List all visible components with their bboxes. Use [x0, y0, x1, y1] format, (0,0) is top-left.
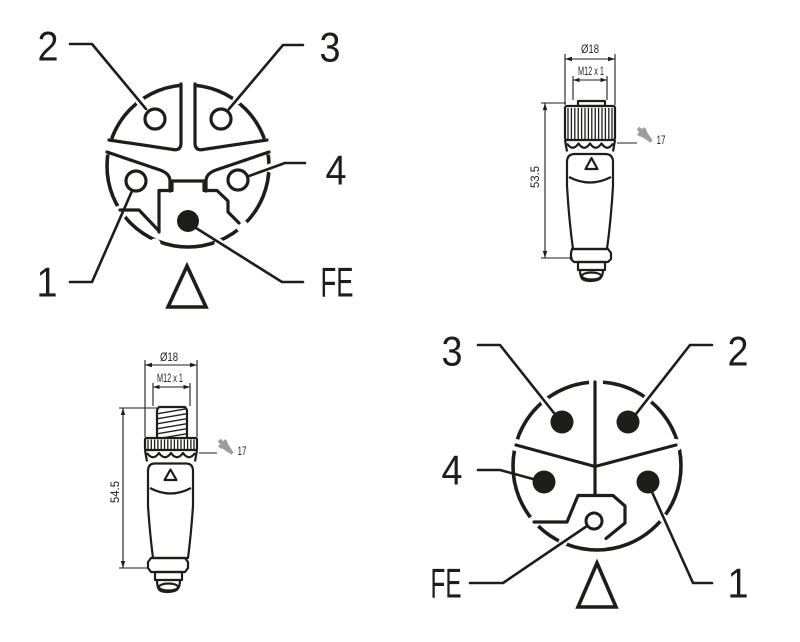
socket-2: [143, 107, 167, 131]
pin-2: [616, 410, 640, 434]
insert-keying-lines: [514, 380, 678, 541]
pin-4: [532, 470, 556, 494]
length-dimension: 53.5: [530, 102, 573, 259]
thread-dimension: M12 x 1: [152, 373, 191, 406]
pin-label-3: 3: [320, 24, 341, 71]
strain-relief-flange: [569, 247, 613, 264]
wrench-size-label: 17: [657, 135, 666, 147]
pin-label-4: 4: [326, 147, 347, 194]
connector-body: [143, 405, 199, 594]
nut-crown: [143, 449, 199, 462]
socket-3: [209, 107, 233, 131]
length-value: 54.5: [110, 481, 122, 503]
cable-end: [578, 269, 605, 283]
pin-1: [636, 470, 660, 494]
housing-seam: [568, 176, 612, 184]
socket-1: [124, 169, 148, 193]
knurl-ribs: [147, 439, 195, 449]
orientation-triangle-icon: [584, 156, 599, 171]
cable-boot: [153, 570, 184, 582]
leader-lines: [468, 343, 714, 585]
pin-label-fe: FE: [431, 560, 462, 607]
wrench-size-label: 17: [238, 446, 247, 458]
housing: [565, 152, 615, 251]
housing-seam: [149, 487, 192, 495]
threaded-stud: [155, 405, 189, 437]
female-face-diagram: 2 3 4 1 FE: [37, 23, 354, 309]
socket-4: [226, 168, 250, 192]
fe-contact: [584, 511, 604, 531]
female-side-view: Ø18 M12 x 1 53.5: [530, 44, 666, 283]
pin-label-2: 2: [38, 23, 59, 70]
pin-label-4: 4: [442, 447, 463, 494]
knurl-ribs: [567, 108, 613, 139]
fe-contact: [177, 210, 199, 232]
diameter-value: Ø18: [581, 44, 599, 56]
thread-hatch: [157, 408, 187, 437]
cable-cross-section: [157, 582, 180, 592]
orientation-triangle-icon: [163, 468, 178, 482]
wrench-size-callout: 17: [617, 126, 666, 147]
nut-crown: [563, 139, 617, 152]
male-face-diagram: 3 2 4 1 FE: [431, 328, 749, 609]
cable-boot: [576, 260, 607, 272]
strain-relief-flange: [146, 556, 190, 574]
pin-label-fe: FE: [321, 259, 354, 306]
pin-label-1: 1: [37, 259, 58, 306]
wrench-size-callout: 17: [199, 438, 247, 458]
housing: [146, 462, 195, 560]
leader-lines: [68, 42, 307, 284]
coupling-nut: [563, 104, 617, 142]
diameter-dimension: Ø18: [144, 352, 198, 437]
hex-nut: [143, 436, 199, 452]
orientation-triangle-icon: [165, 261, 209, 309]
cable-cross-section: [580, 271, 603, 281]
connector-body: [563, 99, 617, 283]
thread-value: M12 x 1: [578, 66, 604, 78]
orientation-triangle-icon: [575, 558, 619, 609]
length-dimension: 54.5: [110, 407, 158, 569]
male-side-view: Ø18 M12 x 1 54.5: [110, 352, 247, 594]
insert-keying-channels: [105, 82, 271, 234]
pin-label-3: 3: [442, 328, 463, 375]
pin-label-1: 1: [728, 560, 749, 607]
pin-label-2: 2: [728, 328, 749, 375]
wrench-icon: [217, 438, 234, 455]
length-value: 53.5: [530, 166, 542, 188]
thread-value: M12 x 1: [157, 373, 183, 385]
diameter-value: Ø18: [160, 352, 178, 364]
thread-dimension: M12 x 1: [572, 66, 608, 100]
pin-3: [550, 410, 574, 434]
wrench-icon: [636, 126, 653, 143]
diameter-dimension: Ø18: [564, 44, 616, 105]
cable-end: [155, 579, 182, 594]
